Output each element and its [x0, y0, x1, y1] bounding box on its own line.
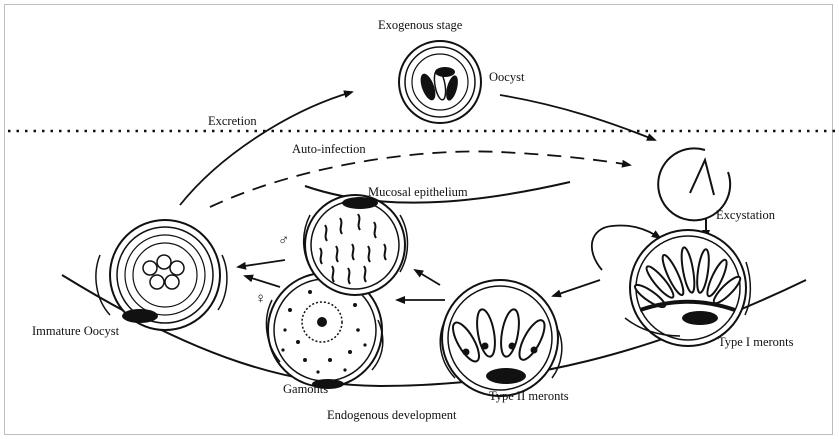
excystation-label: Excystation — [716, 208, 775, 222]
female-to-oocyst-arrow — [245, 276, 280, 287]
endogenous-development-label: Endogenous development — [327, 408, 457, 422]
oocyst-cell — [399, 41, 481, 123]
oocyst-to-excystation-arrow — [500, 95, 655, 140]
exogenous-stage-label: Exogenous stage — [378, 18, 462, 32]
female-symbol: ♀ — [255, 292, 266, 306]
immature-oocyst-label: Immature Oocyst — [32, 324, 119, 338]
type-i-meronts-label: Type I meronts — [718, 335, 794, 349]
immature-oocyst-cell — [110, 220, 220, 330]
mucosal-epithelium-label: Mucosal epithelium — [368, 185, 468, 199]
immature-villus-left — [96, 255, 110, 315]
type-ii-to-male-arrow — [415, 270, 440, 285]
oocyst-label: Oocyst — [489, 70, 524, 84]
male-gamont-cell — [305, 195, 405, 295]
type-i-meront-cell — [630, 230, 746, 346]
male-to-oocyst-arrow — [238, 260, 285, 267]
auto-infection-label: Auto-infection — [292, 142, 366, 156]
excretion-label: Excretion — [208, 114, 257, 128]
type-i-to-type-ii-arrow — [553, 280, 600, 296]
type-ii-meront-cell — [442, 280, 558, 396]
type-ii-meronts-label: Type II meronts — [489, 389, 569, 403]
gamonts-label: Gamonts — [283, 382, 328, 396]
male-symbol: ♂ — [278, 234, 289, 248]
